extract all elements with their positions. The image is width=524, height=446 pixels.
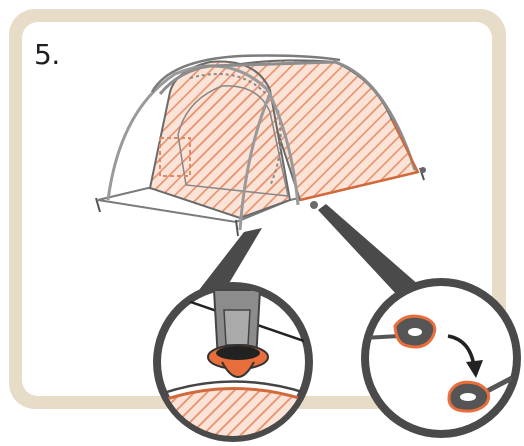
stake-rear: [310, 201, 318, 209]
callout-hook-attach: [361, 278, 521, 438]
stake-right-top: [420, 167, 426, 173]
step-number: 5.: [34, 38, 60, 71]
